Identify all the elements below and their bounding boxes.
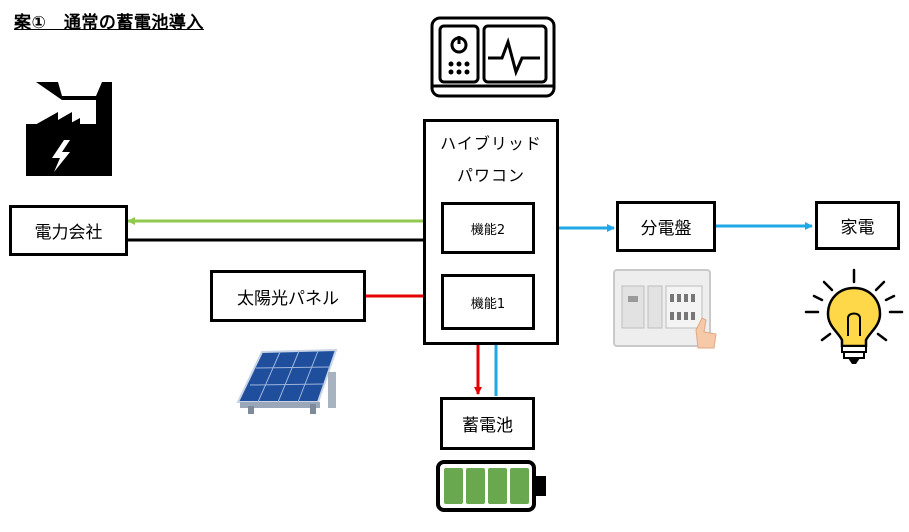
page-title: 案① 通常の蓄電池導入 bbox=[14, 13, 204, 33]
power-company-box: 電力会社 bbox=[9, 205, 128, 256]
light-bulb-icon bbox=[804, 268, 904, 364]
function2-box: 機能2 bbox=[441, 202, 535, 254]
hybrid-power-conditioner-label: ハイブリッド パワコン bbox=[425, 128, 557, 192]
breaker-panel-icon bbox=[613, 269, 717, 349]
battery-box: 蓄電池 bbox=[440, 397, 535, 450]
function1-box: 機能1 bbox=[441, 274, 535, 330]
power-plant-icon bbox=[26, 82, 112, 176]
distribution-board-box: 分電盤 bbox=[616, 201, 716, 252]
appliance-box: 家電 bbox=[815, 201, 900, 250]
hybrid-label-line2: パワコン bbox=[456, 166, 525, 185]
hybrid-label-line1: ハイブリッド bbox=[440, 134, 542, 153]
monitor-icon bbox=[430, 16, 556, 98]
battery-icon bbox=[436, 460, 546, 512]
solar-panel-icon bbox=[236, 348, 338, 414]
solar-panel-box: 太陽光パネル bbox=[210, 270, 366, 322]
